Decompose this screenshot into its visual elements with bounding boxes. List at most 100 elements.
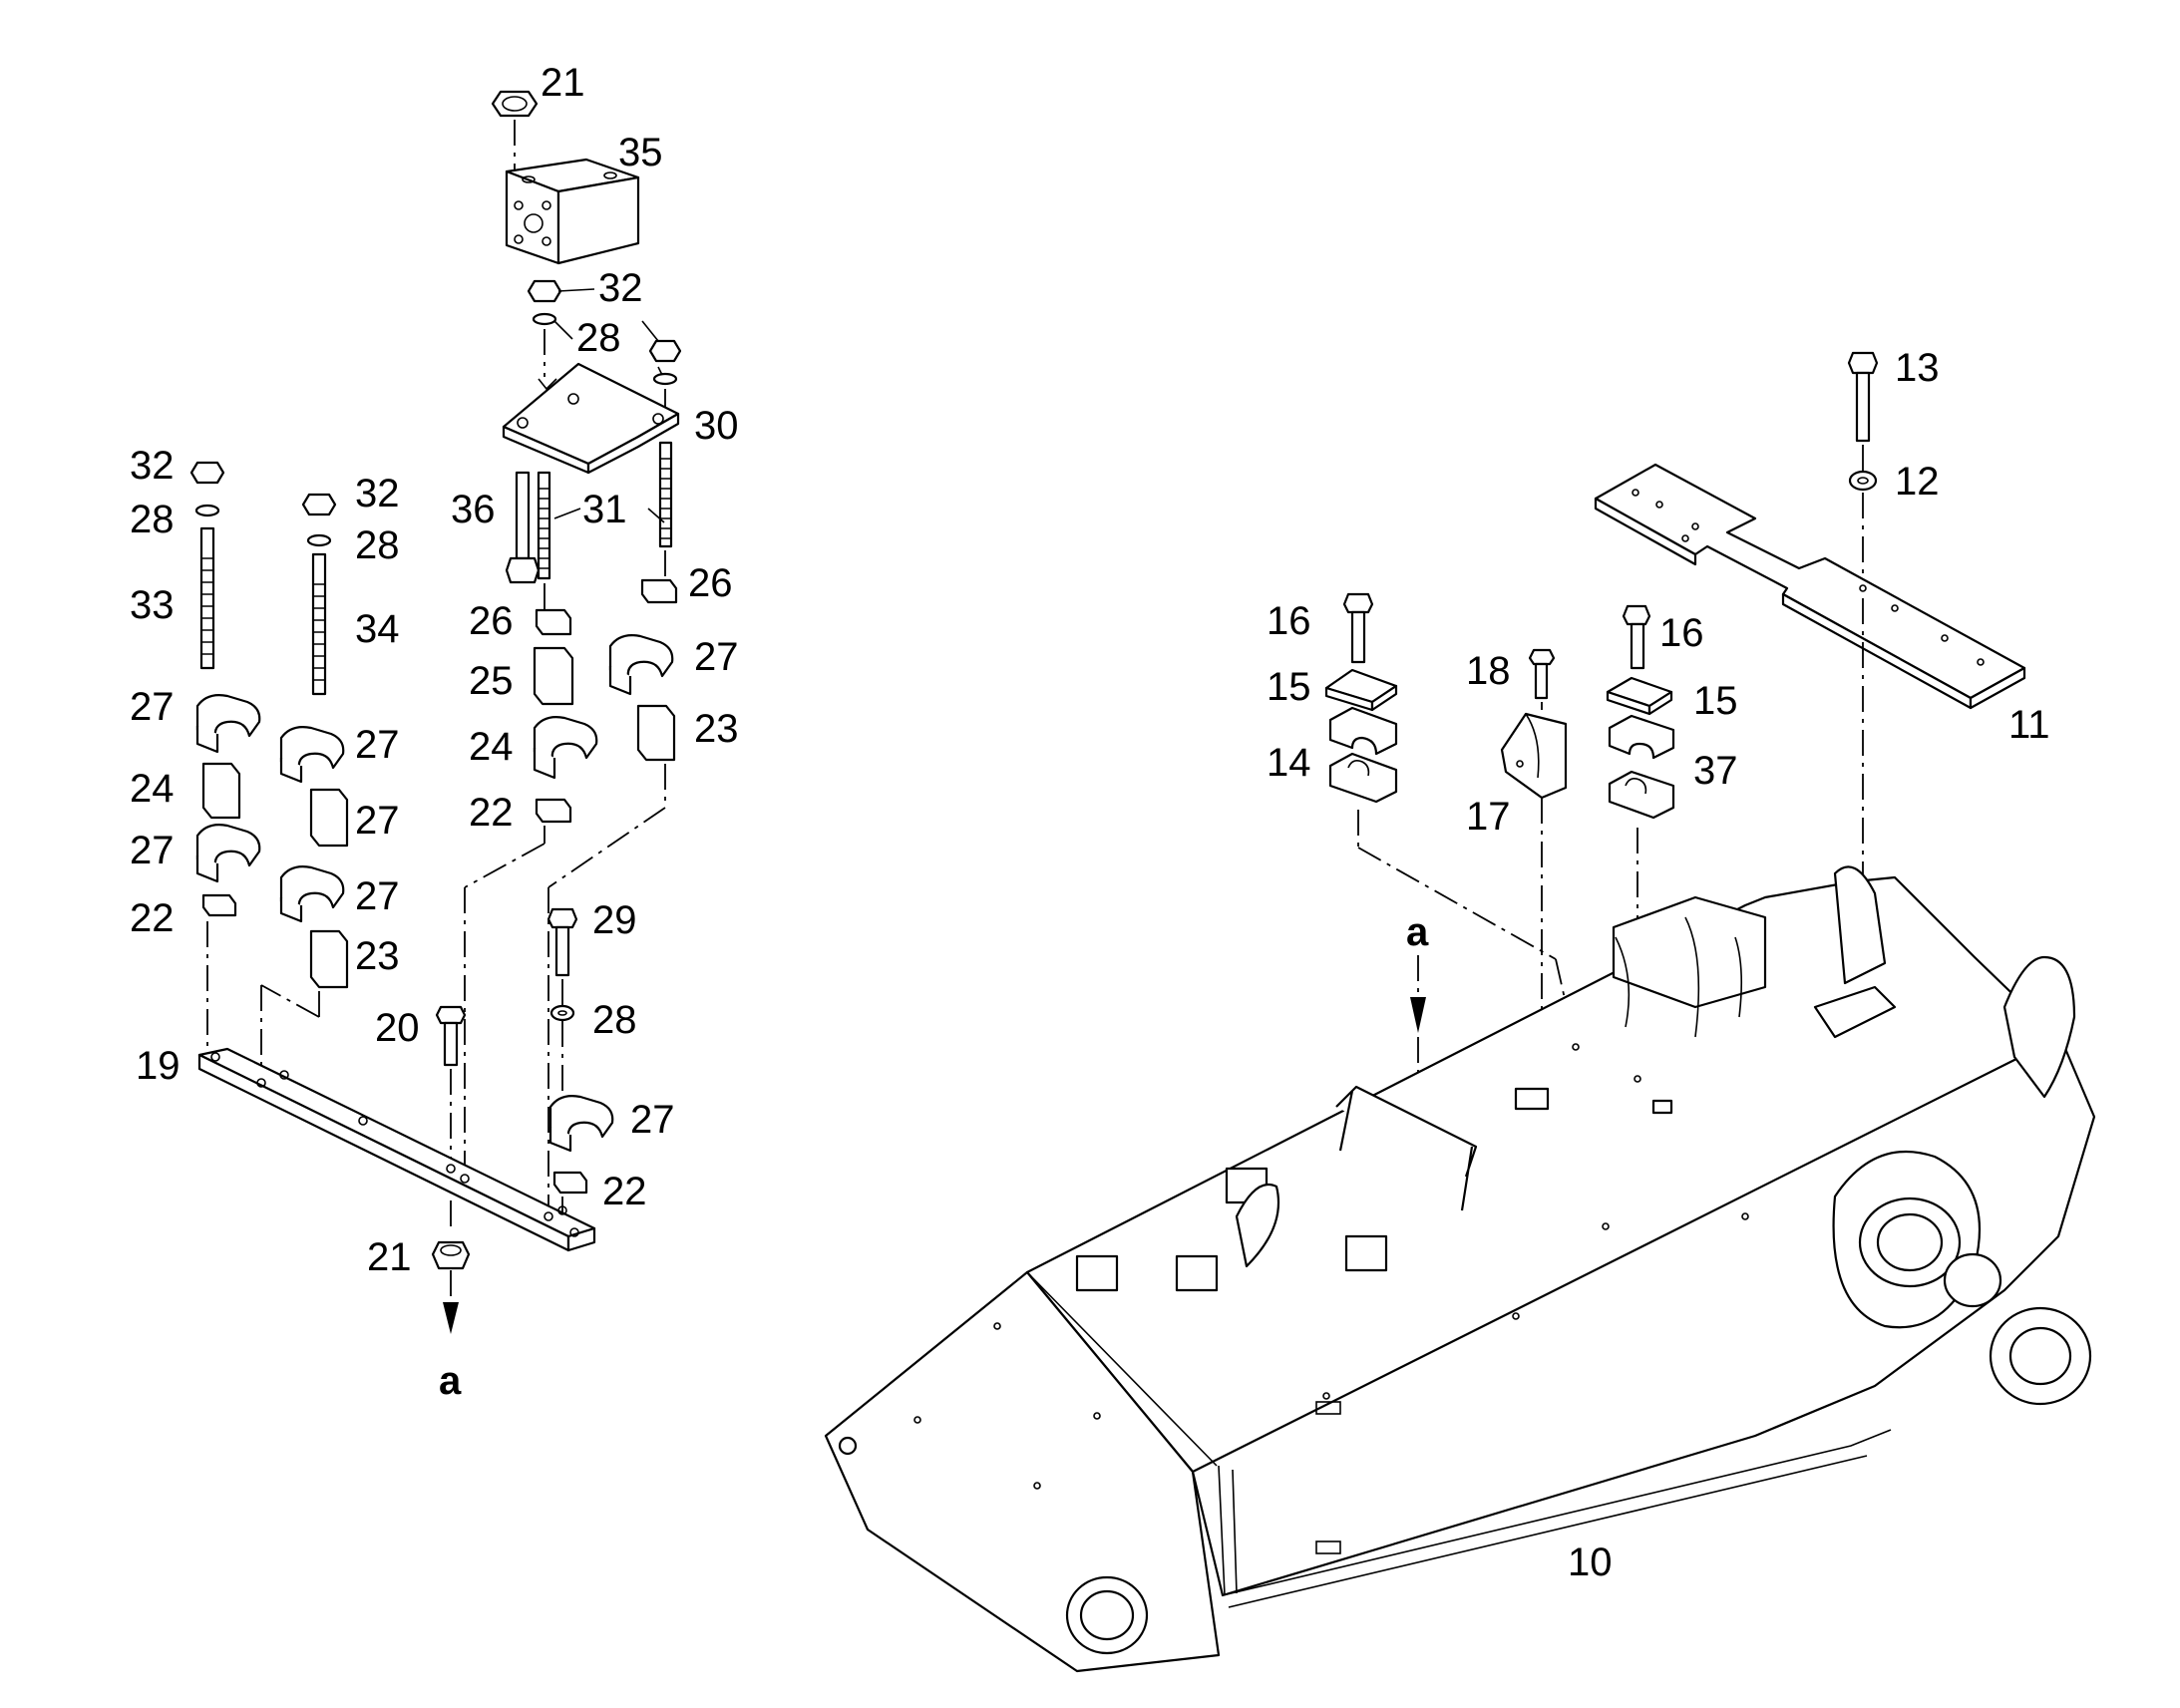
- callout-28-c: 28: [130, 498, 175, 541]
- nut-32-b: [648, 339, 682, 386]
- stud-34: [311, 552, 327, 696]
- leader-lines: [553, 288, 665, 523]
- callout-10: 10: [1568, 1540, 1613, 1584]
- callout-15-b: 15: [1693, 679, 1738, 723]
- callout-labels: 21 35 32 28 30 32 28 32 28 33 34 36 31 2…: [130, 61, 2050, 1584]
- spacer-26-a: [535, 608, 572, 636]
- callout-11: 11: [2008, 703, 2050, 747]
- bolt-13: [1847, 351, 1879, 443]
- clamp-half-b-upper: [1608, 714, 1675, 760]
- rubber-block-24-b: [309, 788, 349, 848]
- boom-10: [824, 865, 2096, 1673]
- callout-14: 14: [1267, 741, 1311, 785]
- callout-23-right: 23: [694, 707, 739, 751]
- base-plate-19: [197, 1047, 596, 1252]
- cap-15-b: [1606, 676, 1673, 716]
- washer-12: [1848, 470, 1878, 492]
- rubber-block-25: [533, 646, 574, 706]
- clamp-27-lower: [548, 1095, 614, 1153]
- callout-23-left: 23: [355, 934, 400, 978]
- callout-24-b: 27: [355, 799, 400, 843]
- callout-28-d: 28: [355, 523, 400, 567]
- nut-32-c: [189, 461, 225, 517]
- callout-28-a: 28: [576, 316, 621, 360]
- clamp-27-b2: [279, 865, 345, 923]
- spacer-22-a: [201, 893, 237, 917]
- clamp-half-37: [1608, 770, 1675, 820]
- callout-29: 29: [592, 898, 637, 942]
- bolt-20: [435, 1005, 467, 1067]
- rubber-block-23-left: [309, 929, 349, 989]
- clamp-27-right: [608, 634, 674, 696]
- callout-22-a: 22: [130, 896, 175, 940]
- clamp-half-14: [1328, 752, 1398, 804]
- callout-27-b2: 27: [355, 874, 400, 918]
- stud-33: [199, 526, 215, 670]
- reference-label-a-right: a: [1406, 910, 1429, 954]
- callout-16-b: 16: [1659, 611, 1704, 655]
- callout-30: 30: [694, 404, 739, 448]
- callout-36: 36: [451, 488, 496, 531]
- callout-21-top: 21: [541, 61, 585, 105]
- spacer-26-b: [640, 578, 678, 604]
- mounting-plate-30: [502, 362, 680, 475]
- callout-32-d: 32: [355, 472, 400, 515]
- bolt-16-b: [1622, 604, 1651, 670]
- bolt-18: [1528, 648, 1556, 700]
- callout-28-lower: 28: [592, 998, 637, 1042]
- callout-37: 37: [1693, 749, 1738, 793]
- callout-15-a: 15: [1267, 665, 1311, 709]
- valve-block-35: [505, 158, 640, 265]
- spacer-22-lower: [552, 1171, 588, 1195]
- nut-32-d: [301, 493, 337, 547]
- callout-22-lower: 22: [602, 1170, 647, 1213]
- nut-32-a: [527, 279, 562, 326]
- callout-20: 20: [375, 1006, 420, 1050]
- callout-18: 18: [1466, 649, 1511, 693]
- callout-27-right: 27: [694, 635, 739, 679]
- callout-24-a: 24: [130, 767, 175, 811]
- callout-27-mid: 24: [469, 725, 514, 769]
- rubber-block-24-a: [201, 762, 241, 820]
- callout-13: 13: [1895, 346, 1940, 390]
- reference-arrow-a-left: [443, 1270, 459, 1334]
- spacer-22-mid: [535, 798, 572, 824]
- reference-label-a-left: a: [439, 1359, 462, 1403]
- bracket-17: [1500, 712, 1568, 800]
- callout-34: 34: [355, 607, 400, 651]
- washer-28-d: [549, 1004, 575, 1022]
- callout-27-lower: 27: [630, 1098, 675, 1142]
- clamp-27-a1: [195, 694, 261, 754]
- nut-21-bottom: [431, 1240, 471, 1270]
- cover-plate-11: [1594, 463, 2026, 710]
- cap-15-a: [1324, 668, 1398, 712]
- callout-19: 19: [136, 1044, 181, 1088]
- callout-31: 31: [582, 488, 627, 531]
- callout-26-a: 26: [469, 599, 514, 643]
- callout-32-c: 32: [130, 444, 175, 488]
- callout-32-a: 32: [598, 266, 643, 310]
- callout-12: 12: [1895, 460, 1940, 504]
- rubber-block-23-right: [636, 704, 676, 762]
- clamp-27-mid: [533, 716, 598, 780]
- stud-31-b: [658, 441, 673, 548]
- clamp-half-a-upper: [1328, 706, 1398, 756]
- callout-17: 17: [1466, 795, 1511, 839]
- callout-27-a1: 27: [130, 685, 175, 729]
- stud-31-a: [537, 471, 551, 580]
- callout-26-b: 26: [688, 561, 733, 605]
- callout-35: 35: [618, 131, 663, 174]
- bolt-36: [505, 471, 541, 584]
- bolt-16-a: [1342, 592, 1374, 664]
- clamp-27-a2: [195, 824, 261, 883]
- bolt-29: [546, 907, 578, 977]
- callout-27-b1: 27: [355, 723, 400, 767]
- nut-21-top: [491, 90, 539, 118]
- callout-22-mid: 22: [469, 791, 514, 835]
- callout-21-bottom: 21: [367, 1235, 412, 1279]
- callout-27-a2: 27: [130, 829, 175, 872]
- callout-33: 33: [130, 583, 175, 627]
- callout-25: 25: [469, 659, 514, 703]
